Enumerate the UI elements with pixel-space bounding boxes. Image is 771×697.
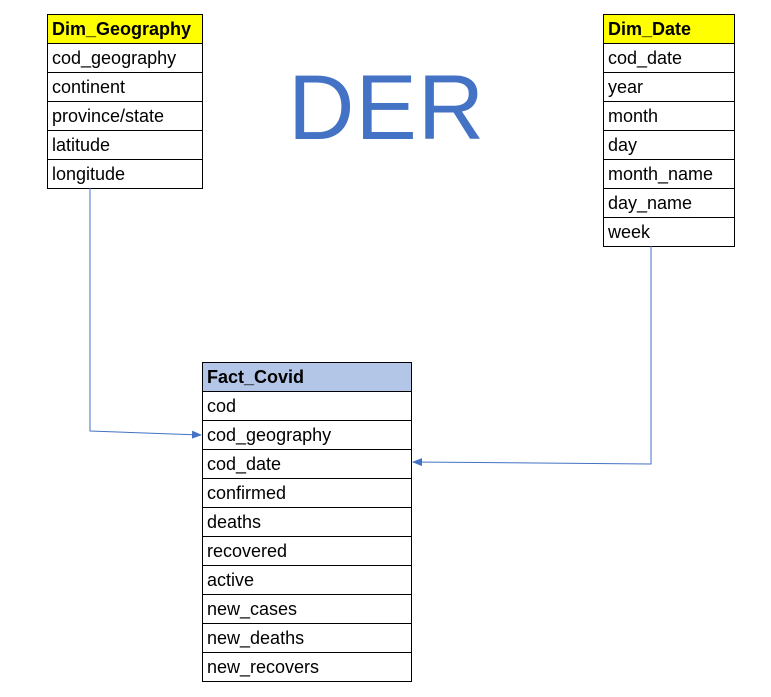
diagram-title: DER <box>288 57 486 159</box>
field-cod-date: cod_date <box>603 43 735 73</box>
field-active: active <box>202 565 412 595</box>
fact-covid-header: Fact_Covid <box>202 362 412 392</box>
field-month-name: month_name <box>603 159 735 189</box>
geography-to-fact-connector <box>89 188 202 439</box>
dim-date-header: Dim_Date <box>603 14 735 44</box>
field-province-state: province/state <box>47 101 203 131</box>
date-to-fact-connector <box>412 246 652 467</box>
field-continent: continent <box>47 72 203 102</box>
field-month: month <box>603 101 735 131</box>
dim-date-table: Dim_Date cod_date year month day month_n… <box>603 14 735 247</box>
field-new-cases: new_cases <box>202 594 412 624</box>
field-confirmed: confirmed <box>202 478 412 508</box>
field-latitude: latitude <box>47 130 203 160</box>
field-new-deaths: new_deaths <box>202 623 412 653</box>
field-year: year <box>603 72 735 102</box>
field-week: week <box>603 217 735 247</box>
field-day-name: day_name <box>603 188 735 218</box>
dim-geography-table: Dim_Geography cod_geography continent pr… <box>47 14 203 189</box>
fact-covid-table: Fact_Covid cod cod_geography cod_date co… <box>202 362 412 682</box>
field-day: day <box>603 130 735 160</box>
field-new-recovers: new_recovers <box>202 652 412 682</box>
field-longitude: longitude <box>47 159 203 189</box>
field-fact-cod-date: cod_date <box>202 449 412 479</box>
dim-geography-header: Dim_Geography <box>47 14 203 44</box>
